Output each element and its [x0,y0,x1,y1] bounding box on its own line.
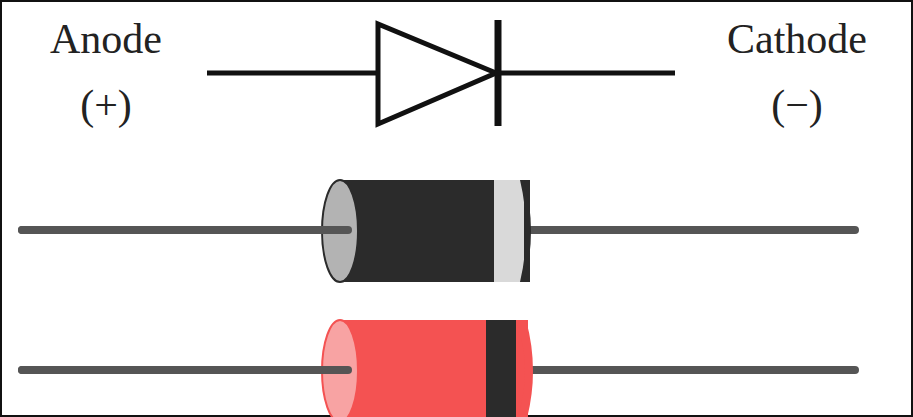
red-diode-package [22,320,855,417]
terminal-label: Anode [50,18,162,60]
diode-symbol [207,20,675,126]
terminal-label: (+) [80,84,132,126]
black-diode-package [22,180,855,282]
terminal-label: (−) [771,84,823,126]
terminal-label: Cathode [727,18,867,60]
